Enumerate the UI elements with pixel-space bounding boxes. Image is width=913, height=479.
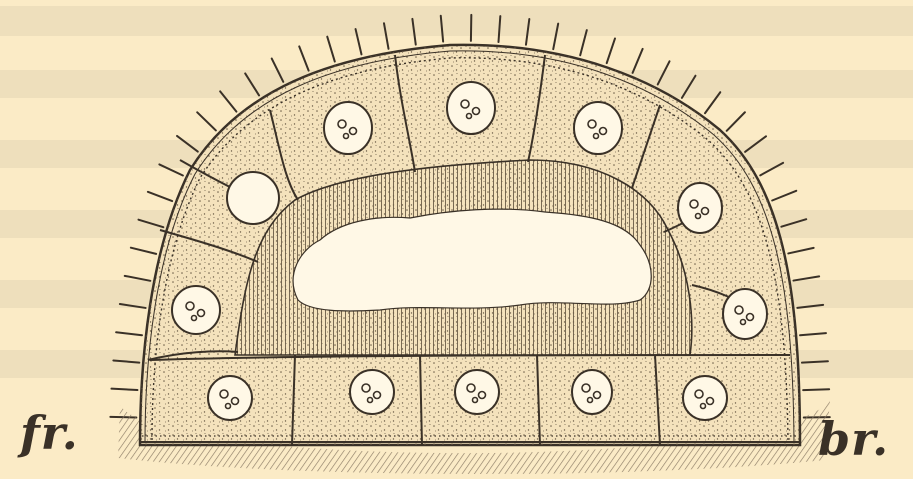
nucleus bbox=[683, 376, 727, 420]
nucleus bbox=[723, 289, 767, 339]
label-fr: fr. bbox=[20, 410, 79, 456]
cilium bbox=[802, 361, 828, 362]
nucleus bbox=[324, 102, 372, 154]
nucleus bbox=[455, 370, 499, 414]
nucleus bbox=[574, 102, 622, 154]
cilium bbox=[803, 389, 829, 390]
nucleus bbox=[350, 370, 394, 414]
cilium bbox=[111, 389, 137, 390]
nucleus bbox=[227, 172, 279, 224]
gut-lumen bbox=[293, 209, 651, 311]
nucleus bbox=[678, 183, 722, 233]
nucleus bbox=[447, 82, 495, 134]
nucleus bbox=[572, 370, 612, 414]
nucleus bbox=[172, 286, 220, 334]
nucleus bbox=[208, 376, 252, 420]
label-br: br. bbox=[818, 416, 889, 462]
